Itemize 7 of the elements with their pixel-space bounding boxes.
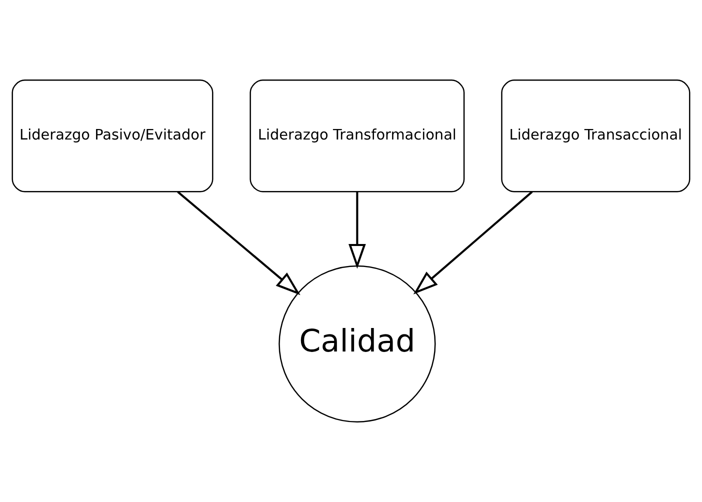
node-box: Liderazgo Transformacional <box>250 80 465 192</box>
node-circle: Calidad <box>278 265 436 422</box>
node-box: Liderazgo Transaccional <box>501 80 690 192</box>
arrow <box>177 191 300 296</box>
node-box: Liderazgo Pasivo/Evitador <box>12 80 214 192</box>
arrow <box>348 192 366 269</box>
arrow <box>413 191 533 294</box>
